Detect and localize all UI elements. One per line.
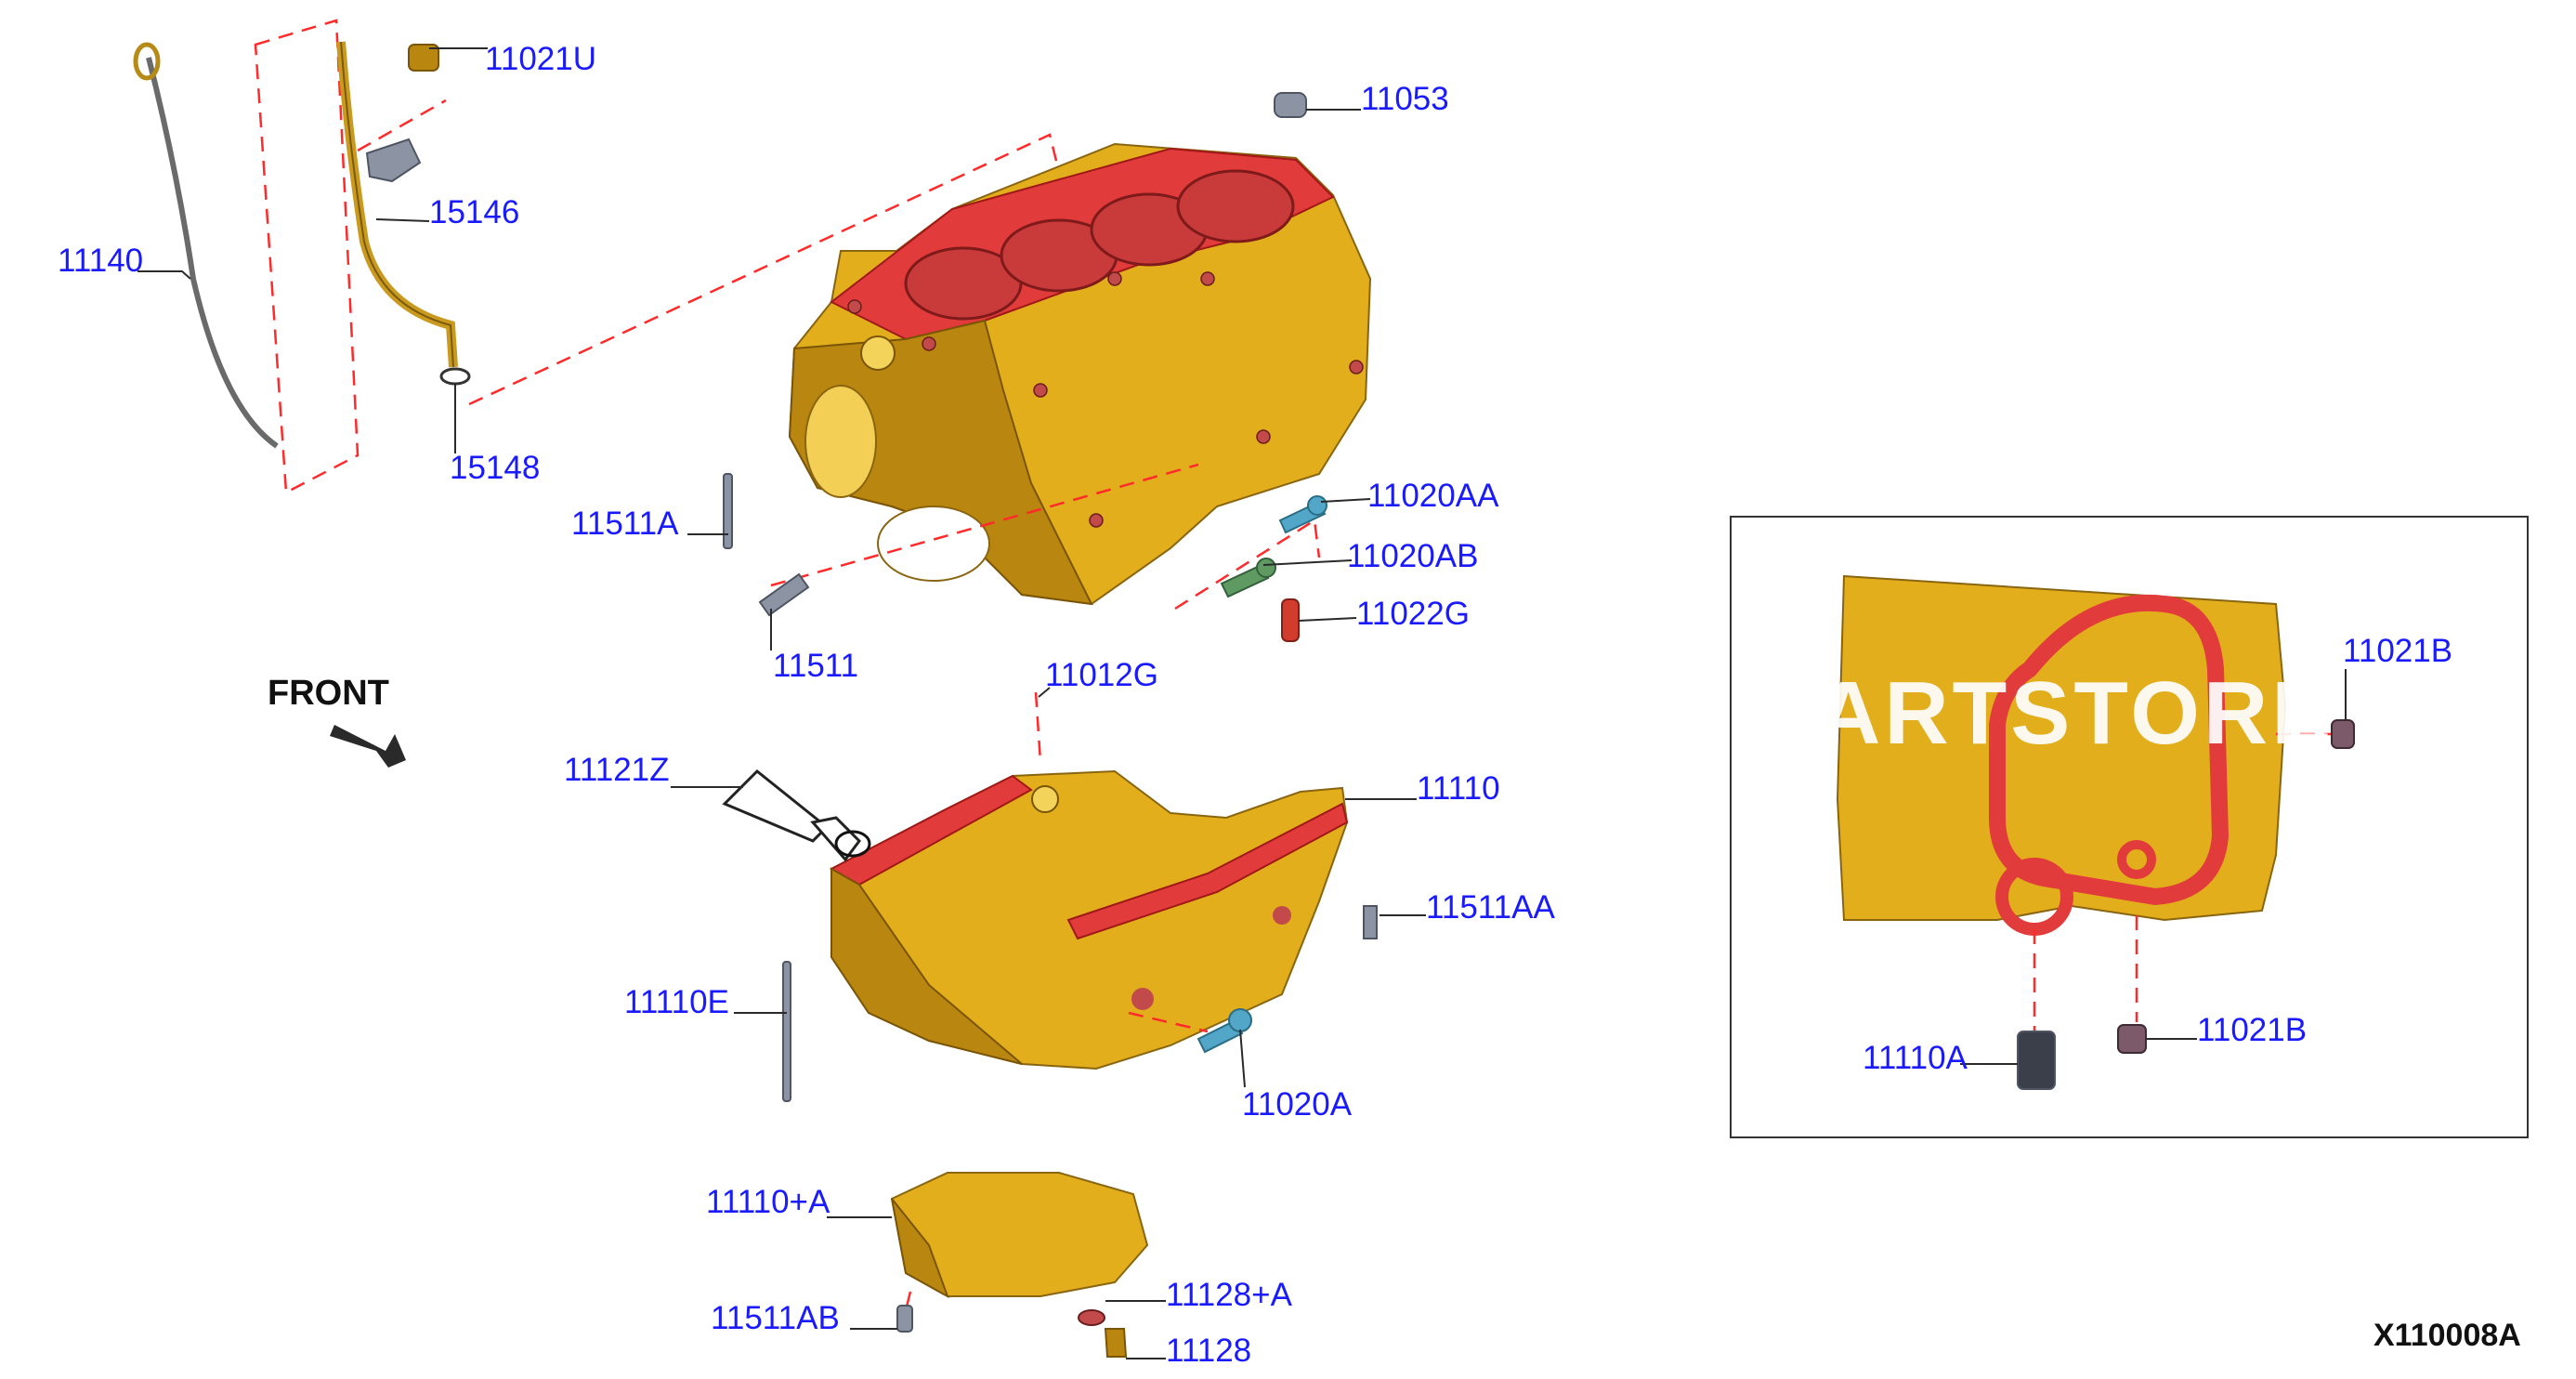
bolt-11110E[interactable] <box>782 961 791 1102</box>
leader-lines <box>137 47 2347 1359</box>
pin-11022G[interactable] <box>1281 598 1300 642</box>
bolt-11020AB[interactable] <box>1220 563 1270 598</box>
lower-block[interactable] <box>829 769 1349 1070</box>
callout-11511: 11511 <box>773 648 858 684</box>
dipstick-11140[interactable] <box>146 57 279 449</box>
block-front-face <box>788 319 1093 606</box>
callout-11511AA: 11511AA <box>1426 889 1555 926</box>
callout-11110plusA: 11110+A <box>706 1184 830 1220</box>
front-window <box>804 385 877 498</box>
inset-block-rear <box>1836 574 2287 922</box>
callout-11021U: 11021U <box>485 41 596 77</box>
cap-11053[interactable] <box>1274 92 1307 118</box>
dipstick-bracket-guide <box>357 98 447 152</box>
oil-filter-stud-11110A[interactable] <box>2017 1031 2056 1090</box>
upper-lower-guide <box>1034 691 1042 763</box>
callout-11121Z: 11121Z <box>564 752 670 788</box>
dowel-11511[interactable] <box>758 572 810 617</box>
bolt-11511A[interactable] <box>723 473 733 549</box>
block-bolt-guide-2 <box>1174 518 1321 611</box>
block-bolt-guide-1 <box>770 463 1199 587</box>
callout-15148: 15148 <box>450 450 540 486</box>
oil-pan[interactable] <box>890 1172 1149 1299</box>
bolt-11511AA[interactable] <box>1363 905 1378 939</box>
lower-block-seal-rear <box>1066 802 1349 940</box>
washer-11128plusA[interactable] <box>1078 1309 1105 1326</box>
front-indicator: FRONT <box>268 674 406 768</box>
lower-block-side <box>830 867 1023 1065</box>
front-label: FRONT <box>268 674 389 713</box>
diagram-code: X110008A <box>2373 1318 2521 1353</box>
callout-11110A: 11110A <box>1863 1040 1968 1076</box>
bolt-11511AB[interactable] <box>896 1305 913 1333</box>
plug-11021B-lower[interactable] <box>2117 1024 2147 1054</box>
pan-hardware <box>896 1305 1128 1358</box>
callout-11020AB: 11020AB <box>1347 538 1478 574</box>
callout-11020AA: 11020AA <box>1367 478 1499 514</box>
oring-15148[interactable] <box>439 367 471 386</box>
inset-seal-bead <box>1989 594 2229 906</box>
plug-11021U[interactable] <box>408 44 439 72</box>
callout-11110: 11110 <box>1417 770 1500 807</box>
callout-11053: 11053 <box>1361 81 1449 117</box>
callout-11140: 11140 <box>58 243 143 279</box>
watermark-text: ARTSTORE <box>1816 663 2334 763</box>
callout-11128: 11128 <box>1166 1333 1251 1369</box>
inset-frame <box>1730 516 2529 1138</box>
callout-labels: 11021U 11053 15146 11140 15148 11511A 11… <box>58 41 2452 1369</box>
pan-guide <box>904 1291 912 1311</box>
front-arrow-icon <box>330 725 406 768</box>
cylinder-bore-4 <box>1176 169 1295 243</box>
lower-block-hardware <box>782 905 1378 1102</box>
callout-11012G: 11012G <box>1045 657 1158 693</box>
callout-11021B-lower: 11021B <box>2197 1012 2307 1048</box>
crank-bore <box>877 506 990 582</box>
block-hardware <box>723 92 1327 642</box>
cylinder-block[interactable] <box>788 142 1372 606</box>
callout-11128plusA: 11128+A <box>1166 1277 1293 1313</box>
dipstick-guide-outline <box>254 19 360 494</box>
lower-bolt-guide <box>1128 1011 1209 1033</box>
callout-11511A: 11511A <box>571 506 679 542</box>
callout-11022G: 11022G <box>1356 596 1470 632</box>
drain-plug-11128[interactable] <box>1104 1328 1128 1358</box>
dipstick-group <box>133 19 471 494</box>
callout-11110E: 11110E <box>624 984 729 1020</box>
callout-11021B-upper: 11021B <box>2343 633 2452 669</box>
callout-11020A: 11020A <box>1242 1086 1353 1123</box>
callout-15146: 15146 <box>429 194 519 230</box>
rear-view-inset: ARTSTORE <box>1730 516 2529 1138</box>
dipstick-handle <box>133 42 161 81</box>
callout-11511AB: 11511AB <box>711 1300 840 1336</box>
tube-bracket <box>365 138 422 183</box>
sealant-tube-11121Z[interactable] <box>722 768 871 862</box>
plug-11021B-upper[interactable] <box>2331 719 2355 749</box>
